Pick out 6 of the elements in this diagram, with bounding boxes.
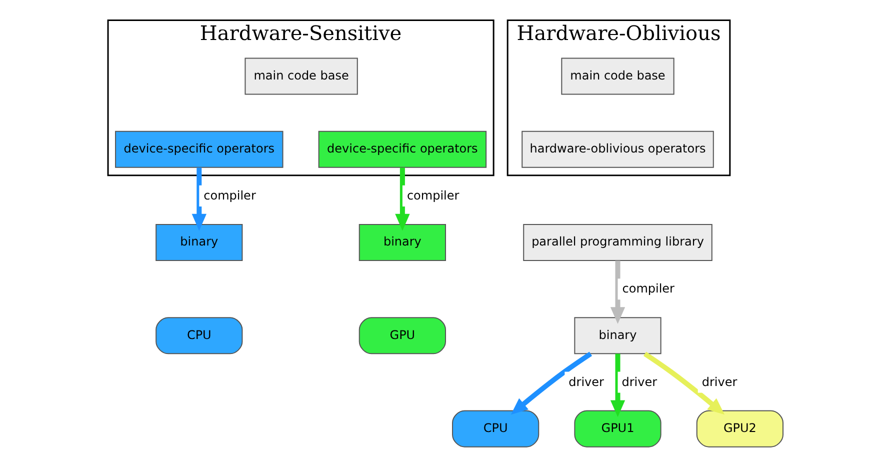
edge-label: driver	[702, 374, 738, 389]
edge-label: compiler	[622, 282, 674, 296]
edge-label: driver	[622, 374, 658, 389]
edge-label: driver	[568, 374, 604, 389]
edge-label: compiler	[406, 188, 460, 203]
edge-label: compiler	[204, 188, 256, 203]
